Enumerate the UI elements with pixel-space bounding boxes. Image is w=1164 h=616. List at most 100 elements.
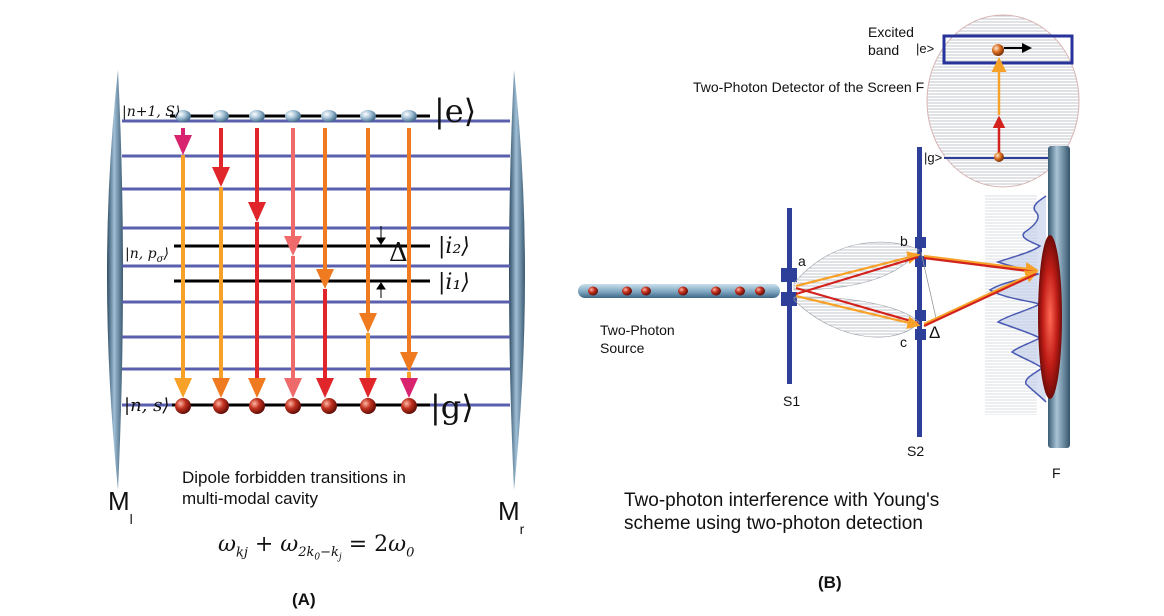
screen-f-label: F (1052, 465, 1061, 481)
panel-a-tag: (A) (292, 590, 316, 609)
transition-arrow-7 (400, 128, 418, 398)
caption-b-line2: scheme using two-photon detection (624, 513, 923, 534)
detector-atom-ground (994, 152, 1004, 162)
ground-atoms (175, 398, 417, 414)
cavity-mode-lines (122, 119, 510, 407)
ground-atom-5 (321, 398, 337, 414)
interference-pattern (988, 195, 1047, 403)
mirror-right-label: Mr (498, 496, 524, 537)
transition-arrow-6 (359, 128, 377, 398)
transition-arrow-4 (284, 128, 302, 398)
detector-bubble (926, 14, 1080, 188)
slit-s2-b-upper (915, 237, 926, 248)
delta-label-a: Δ (389, 238, 408, 268)
source-atom-4 (678, 286, 688, 296)
level-npsigma-close: ⟩ (163, 246, 169, 262)
ground-atom-2 (213, 398, 229, 414)
mirror-left-label: Ml (108, 486, 133, 527)
mirror-left-sub: l (129, 511, 133, 527)
excited-atom-5 (321, 110, 337, 122)
left-mirror (107, 70, 123, 490)
transition-arrow-1 (174, 128, 192, 398)
eq-omega-2: ω (280, 532, 299, 557)
excited-atoms (175, 110, 417, 122)
eq-sub-0: 0 (314, 552, 321, 563)
ground-atom-6 (360, 398, 376, 414)
ground-atom-4 (285, 398, 301, 414)
excited-atom-7 (401, 110, 417, 122)
mirror-right-main: M (498, 496, 520, 526)
excited-line2: band (868, 42, 900, 58)
eq-plus: + (247, 532, 281, 557)
transition-arrow-3 (248, 128, 266, 398)
excited-band-box (942, 34, 1074, 65)
source-atom-2 (622, 286, 632, 296)
point-a-label: a (798, 253, 806, 269)
source-atom-6 (735, 286, 745, 296)
slit-s1-block-top (781, 268, 797, 282)
slit-s1-block-bottom (781, 292, 797, 306)
excited-atom-1 (175, 110, 191, 122)
eq-omega-1: ω (218, 532, 236, 557)
excited-atom-2 (213, 110, 229, 122)
transition-arrows (174, 128, 418, 398)
source-atom-7 (755, 286, 765, 296)
point-c-label: c (900, 334, 907, 350)
source-label: Two-Photon Source (600, 321, 675, 357)
slit-s2-c-upper (915, 310, 926, 321)
ket-e-b: |e> (916, 41, 935, 56)
slit-s1-label: S1 (783, 393, 801, 409)
level-npsigma-sub: σ (156, 253, 164, 265)
right-mirror (509, 70, 525, 490)
caption-b: Two-photon interference with Young's sch… (624, 489, 939, 535)
caption-a-line1: Dipole forbidden transitions in (182, 468, 406, 487)
level-label-npsigma: |n, pσ⟩ (125, 246, 169, 265)
detector-title: Two-Photon Detector of the Screen F (693, 79, 925, 95)
ground-atom-3 (249, 398, 265, 414)
caption-b-line1: Two-photon interference with Young's (624, 490, 940, 511)
level-label-n1S: |n+1, S⟩ (122, 104, 181, 120)
mirror-right-sub: r (519, 521, 525, 537)
caption-a: Dipole forbidden transitions in multi-mo… (182, 467, 406, 509)
eq-sub-0b: 0 (406, 545, 415, 561)
resonance-equation: ωkj + ω2k0−kj = 2ω0 (218, 532, 414, 563)
ground-atom-7 (401, 398, 417, 414)
point-b-label: b (900, 233, 908, 249)
ket-e-label: |e⟩ (434, 92, 477, 130)
source-atom-3 (641, 286, 651, 296)
source-line2: Source (600, 340, 645, 356)
excited-line1: Excited (868, 24, 914, 40)
ket-i2-label: |i₂⟩ (438, 234, 470, 259)
eq-equals: = 2 (341, 532, 389, 557)
level-label-ns: |n, s⟩ (124, 395, 170, 416)
source-line1: Two-Photon (600, 322, 675, 338)
excited-atom-3 (249, 110, 265, 122)
ket-i1-label: |i₁⟩ (438, 270, 470, 295)
eq-sub-kj: kj (235, 545, 248, 561)
transition-arrow-5 (316, 128, 334, 398)
excited-atom-6 (360, 110, 376, 122)
eq-sub-2k: 2k (298, 545, 315, 561)
eq-sub-minus-k: −k (320, 545, 339, 561)
slit-s2-c-lower (915, 329, 926, 340)
panel-b-tag: (B) (818, 573, 842, 592)
slit-s2-bar (917, 147, 922, 437)
source-atoms (588, 286, 765, 296)
excited-atom-4 (285, 110, 301, 122)
source-atom-5 (711, 286, 721, 296)
detector-atom-excited (992, 44, 1004, 56)
mirror-left-main: M (108, 486, 130, 516)
ket-g-label: |g⟩ (430, 388, 474, 426)
slit-s2-label: S2 (907, 443, 925, 459)
eq-omega-3: ω (388, 532, 407, 557)
screen-red-spot (1038, 235, 1062, 399)
excited-band-label: Excited band (868, 23, 914, 59)
delta-marker (376, 226, 386, 298)
level-npsigma-main: |n, p (125, 246, 157, 262)
source-atom-1 (588, 286, 598, 296)
transition-arrow-2 (212, 128, 230, 398)
delta-label-b: Δ (929, 323, 941, 342)
ket-g-b: |g> (924, 150, 943, 165)
photon-paths (795, 251, 1039, 329)
